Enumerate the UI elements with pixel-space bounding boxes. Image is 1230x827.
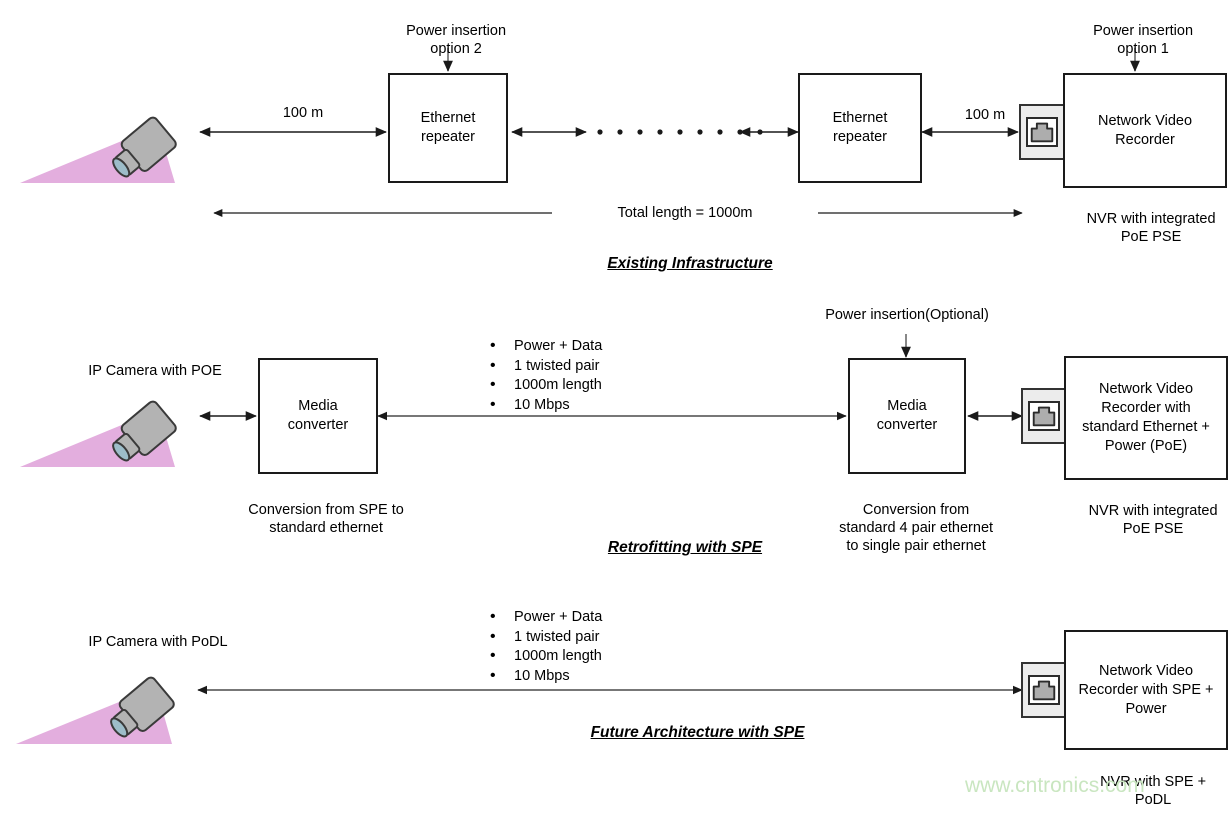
nvr-retrofit-line1: Network Video (1098, 381, 1194, 397)
power-insertion-option-1-label: Power insertion option 1 (1055, 4, 1215, 76)
bullet-dot-icon: • (490, 666, 496, 684)
rj45-plug-icon (1032, 680, 1056, 701)
node-nvr-future[interactable]: Network Video Recorder with SPE + Power (1064, 630, 1228, 750)
nvr-future-line2: Recorder with SPE + (1078, 681, 1214, 698)
bullet-dot-icon: • (490, 608, 496, 625)
bullet-dot-icon: • (490, 337, 496, 354)
bullet-label: Power + Data (514, 609, 603, 625)
nvr-future-caption-line1: NVR with SPE + (1100, 774, 1207, 790)
bullet-label: 1000m length (514, 377, 602, 393)
total-length-label: Total length = 1000m (617, 205, 753, 221)
bullet-dot-icon: • (490, 395, 496, 413)
bullet-label: Power + Data (514, 338, 603, 354)
rj45-frame (1026, 117, 1058, 147)
nvr-existing-line1: Network Video (1097, 112, 1193, 129)
nvr-retrofit-line4: Power (PoE) (1104, 438, 1188, 454)
node-ethernet-repeater-left[interactable]: Ethernet repeater (388, 73, 508, 183)
nvr-retrofit-caption-line2: PoE PSE (1122, 521, 1184, 537)
nvr-retrofit-caption-line1: NVR with integrated (1088, 503, 1218, 519)
camera-icon-retrofit (20, 400, 177, 467)
power-insertion-option-2-label: Power insertion option 2 (368, 4, 528, 76)
rj45-frame (1028, 675, 1060, 705)
repeater-right-line2: repeater (832, 129, 887, 145)
converter-right-line1: Media (887, 398, 927, 414)
node-nvr-existing[interactable]: Network Video Recorder (1063, 73, 1227, 188)
rj45-jack-icon-existing (1019, 104, 1065, 160)
nvr-retrofit-line2: Recorder with (1101, 400, 1191, 416)
nvr-retrofit-caption: NVR with integrated PoE PSE (1055, 484, 1230, 556)
nvr-existing-caption-line1: NVR with integrated (1086, 211, 1216, 227)
converter-right-caption: Conversion from standard 4 pair ethernet… (810, 483, 1006, 573)
repeater-right-line1: Ethernet (832, 110, 888, 126)
power-insertion-2-line1: Power insertion (406, 23, 507, 39)
converter-left-line1: Media (298, 398, 338, 414)
node-ethernet-repeater-right[interactable]: Ethernet repeater (798, 73, 922, 183)
section-title-existing: Existing Infrastructure (607, 255, 773, 272)
node-media-converter-left[interactable]: Media converter (258, 358, 378, 474)
bullet-dot-icon: • (490, 376, 496, 393)
section-title-retrofitting: Retrofitting with SPE (607, 539, 763, 556)
list-item: • 10 Mbps (490, 395, 602, 415)
power-insertion-2-line2: option 2 (430, 41, 482, 57)
converter-left-line2: converter (287, 417, 349, 433)
content-layer: Power insertion option 2 Power insertion… (88, 4, 1230, 808)
bullet-label: 1000m length (514, 648, 602, 664)
bullet-label: 1 twisted pair (514, 357, 600, 374)
rj45-jack-icon-future (1021, 662, 1067, 718)
nvr-existing-caption: NVR with integrated PoE PSE (1053, 192, 1230, 264)
nvr-future-line3: Power (1125, 700, 1167, 717)
site-watermark: www.cntronics.com (965, 774, 1145, 797)
bullet-dot-icon: • (490, 356, 496, 374)
repeater-left-line2: repeater (420, 129, 475, 145)
nvr-existing-line2: Recorder (1115, 131, 1175, 148)
list-item: • Power + Data (490, 607, 602, 627)
list-item: • 1 twisted pair (490, 627, 602, 647)
rj45-plug-icon (1030, 122, 1054, 143)
ellipsis-dots (577, 129, 763, 135)
bullet-label: 1 twisted pair (514, 628, 600, 645)
converter-left-caption-line1: Conversion from SPE to (248, 502, 404, 518)
converter-left-caption-line2: standard ethernet (269, 520, 383, 536)
nvr-existing-caption-line2: PoE PSE (1120, 229, 1182, 245)
list-item: • Power + Data (490, 336, 602, 356)
power-insertion-1-line1: Power insertion (1093, 23, 1194, 39)
camera-icon-future (16, 676, 175, 744)
list-item: • 1000m length (490, 646, 602, 666)
node-media-converter-right[interactable]: Media converter (848, 358, 966, 474)
list-item: • 1 twisted pair (490, 356, 602, 376)
bullet-dot-icon: • (490, 647, 496, 664)
nvr-future-line1: Network Video (1098, 662, 1194, 679)
converter-right-caption-line3: to single pair ethernet (846, 538, 986, 554)
rj45-frame (1028, 401, 1060, 431)
repeater-left-line1: Ethernet (420, 110, 476, 126)
converter-left-caption: Conversion from SPE to standard ethernet (222, 483, 414, 555)
camera-icon-existing (20, 116, 177, 183)
rj45-jack-icon-retrofit (1021, 388, 1067, 444)
bullet-label: 10 Mbps (514, 396, 570, 413)
bullet-label: 10 Mbps (514, 667, 570, 684)
node-nvr-retrofit[interactable]: Network Video Recorder with standard Eth… (1064, 356, 1228, 480)
bullet-dot-icon: • (490, 627, 496, 645)
bullet-list-retrofit: • Power + Data • 1 twisted pair • 1000m … (490, 336, 602, 414)
converter-right-caption-line1: Conversion from (862, 502, 970, 518)
link-label-100m-left: 100 m (282, 105, 324, 121)
power-insertion-optional-label: Power insertion(Optional) (825, 307, 989, 323)
converter-right-caption-line2: standard 4 pair ethernet (839, 520, 994, 536)
link-label-100m-right: 100 m (964, 107, 1006, 123)
list-item: • 1000m length (490, 375, 602, 395)
camera-label-retrofit: IP Camera with POE (88, 363, 222, 379)
nvr-retrofit-line3: standard Ethernet + (1082, 419, 1210, 435)
power-insertion-1-line2: option 1 (1117, 41, 1169, 57)
section-title-future: Future Architecture with SPE (590, 724, 805, 741)
converter-right-line2: converter (876, 417, 938, 433)
diagram-canvas (16, 48, 1140, 744)
camera-label-future: IP Camera with PoDL (88, 634, 228, 650)
list-item: • 10 Mbps (490, 666, 602, 686)
bullet-list-future: • Power + Data • 1 twisted pair • 1000m … (490, 607, 602, 685)
rj45-plug-icon (1032, 406, 1056, 427)
